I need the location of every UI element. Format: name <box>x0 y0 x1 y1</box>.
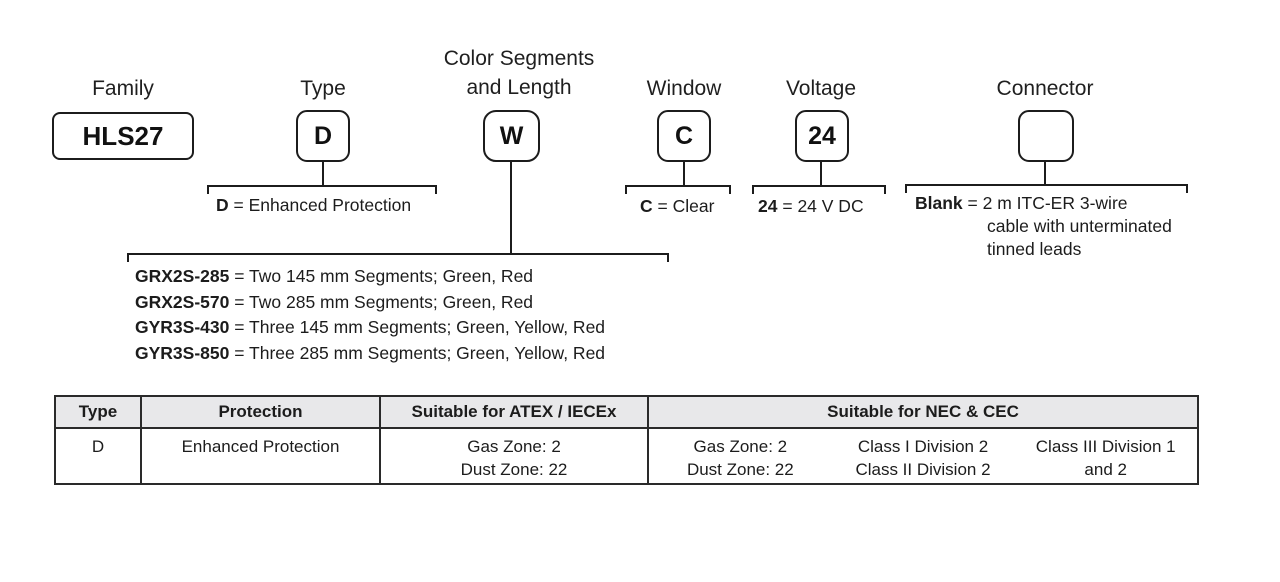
segments-option-item: GRX2S-570= Two 285 mm Segments; Green, R… <box>135 290 605 316</box>
type-option-desc: = Enhanced Protection <box>233 195 412 215</box>
window-bracket <box>625 185 731 194</box>
connector-option-code: Blank <box>915 193 963 213</box>
nec-class-3-column: Class III Division 1 and 2 <box>1014 435 1197 481</box>
header-atex-iecex: Suitable for ATEX / IECEx <box>379 395 649 429</box>
connector-label: Connector <box>996 77 1094 100</box>
family-code-box: HLS27 <box>52 112 194 160</box>
cell-protection: Enhanced Protection <box>140 427 381 485</box>
nec-class-1-2-column: Class I Division 2 Class II Division 2 <box>832 435 1015 481</box>
type-label: Type <box>300 77 346 100</box>
atex-gas-zone: Gas Zone: 2 <box>467 437 561 456</box>
nec-zones-column: Gas Zone: 2 Dust Zone: 22 <box>649 435 832 481</box>
nec-class-2: Class II Division 2 <box>855 460 991 479</box>
window-stem-line <box>683 162 685 185</box>
type-option-text: D= Enhanced Protection <box>216 194 411 217</box>
segments-option-desc: = Three 285 mm Segments; Green, Yellow, … <box>234 342 606 363</box>
connector-option-line3: tinned leads <box>987 239 1082 259</box>
voltage-bracket <box>752 185 886 194</box>
segments-bracket <box>127 253 669 262</box>
segments-option-code: GYR3S-850 <box>135 342 230 363</box>
ratings-header-row: Type Protection Suitable for ATEX / IECE… <box>54 395 1199 429</box>
connector-code-box-blank <box>1018 110 1074 162</box>
window-code-box: C <box>657 110 711 162</box>
segments-option-desc: = Two 285 mm Segments; Green, Red <box>234 291 534 312</box>
segments-option-item: GYR3S-850= Three 285 mm Segments; Green,… <box>135 341 605 367</box>
segments-option-item: GYR3S-430= Three 145 mm Segments; Green,… <box>135 315 605 341</box>
segments-stem-line <box>510 162 512 253</box>
type-option-code: D <box>216 195 229 215</box>
cell-type: D <box>54 427 142 485</box>
connector-option-desc: = 2 m ITC-ER 3-wire <box>967 193 1128 213</box>
segments-option-code: GRX2S-285 <box>135 266 230 286</box>
segments-option-item: GRX2S-285= Two 145 mm Segments; Green, R… <box>135 264 605 290</box>
connector-bracket <box>905 184 1188 193</box>
voltage-label: Voltage <box>785 77 857 100</box>
segments-label-line1: Color Segments <box>443 47 595 70</box>
header-protection: Protection <box>140 395 381 429</box>
cell-atex: Gas Zone: 2 Dust Zone: 22 <box>379 427 649 485</box>
connector-stem-line <box>1044 162 1046 184</box>
segments-option-desc: = Three 145 mm Segments; Green, Yellow, … <box>234 317 606 337</box>
voltage-option-text: 24= 24 V DC <box>758 195 864 218</box>
nec-class-3-line2: and 2 <box>1084 460 1127 479</box>
type-code-box: D <box>296 110 350 162</box>
header-nec-cec: Suitable for NEC & CEC <box>647 395 1199 429</box>
ratings-data-row: D Enhanced Protection Gas Zone: 2 Dust Z… <box>54 427 1199 485</box>
cell-nec-cec: Gas Zone: 2 Dust Zone: 22 Class I Divisi… <box>647 427 1199 485</box>
segments-option-list: GRX2S-285= Two 145 mm Segments; Green, R… <box>135 264 605 366</box>
window-option-text: C= Clear <box>640 195 714 218</box>
connector-option-line1: Blank= 2 m ITC-ER 3-wire <box>915 192 1172 215</box>
nec-class-3-line1: Class III Division 1 <box>1035 437 1176 456</box>
window-label: Window <box>646 77 722 100</box>
header-type: Type <box>54 395 142 429</box>
segments-option-desc: = Two 145 mm Segments; Green, Red <box>234 266 534 286</box>
connector-option-text: Blank= 2 m ITC-ER 3-wire cable with unte… <box>915 192 1172 261</box>
segments-option-code: GYR3S-430 <box>135 317 230 337</box>
voltage-option-desc: = 24 V DC <box>782 196 864 216</box>
segments-code-box: W <box>483 110 540 162</box>
ratings-table: Type Protection Suitable for ATEX / IECE… <box>54 395 1199 485</box>
segments-label-line2: and Length <box>466 76 572 99</box>
voltage-code-box: 24 <box>795 110 849 162</box>
nec-cec-columns: Gas Zone: 2 Dust Zone: 22 Class I Divisi… <box>649 435 1197 481</box>
nec-class-1: Class I Division 2 <box>857 437 989 456</box>
atex-dust-zone: Dust Zone: 22 <box>460 460 568 479</box>
voltage-option-code: 24 <box>758 196 778 216</box>
nec-dust-zone: Dust Zone: 22 <box>686 460 794 479</box>
segments-label: Color Segments and Length <box>444 44 595 102</box>
family-label: Family <box>92 77 154 100</box>
connector-option-line2: cable with unterminated <box>987 216 1172 236</box>
segments-option-code: GRX2S-570 <box>135 291 230 312</box>
type-bracket <box>207 185 437 194</box>
window-option-code: C <box>640 196 653 216</box>
window-option-desc: = Clear <box>657 196 715 216</box>
type-stem-line <box>322 162 324 185</box>
voltage-stem-line <box>820 162 822 185</box>
nec-gas-zone: Gas Zone: 2 <box>693 437 788 456</box>
